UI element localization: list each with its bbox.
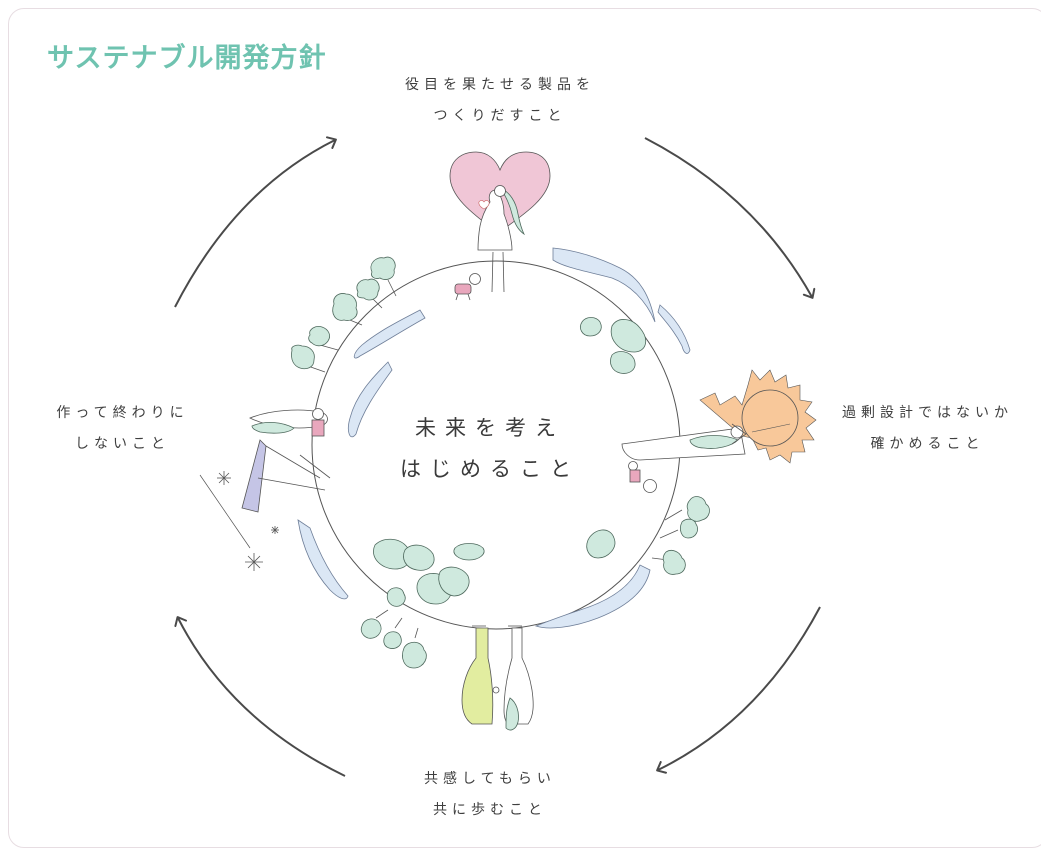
crawling-baby — [454, 273, 481, 301]
arrow-bottom-right — [656, 606, 821, 774]
step-label-bottom-line2: 共に歩むこと — [433, 802, 547, 818]
sparkle-icons — [217, 471, 279, 571]
step-label-left-line1: 作って終わりに — [56, 405, 189, 421]
center-message: 未来を考え はじめること — [380, 408, 600, 490]
step-label-right-line2: 確かめること — [870, 436, 985, 452]
small-child-figure — [628, 461, 657, 493]
step-label-top: 役目を果たせる製品を つくりだすこと — [360, 70, 640, 132]
trees — [291, 256, 710, 669]
arrow-bottom-left — [174, 616, 346, 777]
step-label-bottom: 共感してもらい 共に歩むこと — [390, 764, 590, 826]
center-message-line1: 未来を考え — [415, 416, 565, 440]
couple-figure — [461, 625, 534, 731]
sun-figure — [621, 369, 817, 493]
step-label-right: 過剰設計ではないか 確かめること — [820, 398, 1035, 460]
center-message-line2: はじめること — [400, 457, 580, 481]
step-label-bottom-line1: 共感してもらい — [424, 771, 556, 787]
heart-figure — [449, 151, 551, 301]
arrow-top-right — [644, 137, 816, 299]
step-label-left: 作って終わりに しないこと — [40, 398, 205, 460]
step-label-right-line1: 過剰設計ではないか — [842, 405, 1013, 421]
step-label-left-line2: しないこと — [75, 436, 170, 452]
water-streams — [297, 247, 691, 629]
repair-figure — [199, 408, 331, 549]
step-label-top-line2: つくりだすこと — [433, 108, 567, 124]
step-label-top-line1: 役目を果たせる製品を — [405, 77, 595, 93]
arrow-top-left — [174, 136, 337, 308]
page-title: サステナブル開発方針 — [47, 43, 327, 74]
